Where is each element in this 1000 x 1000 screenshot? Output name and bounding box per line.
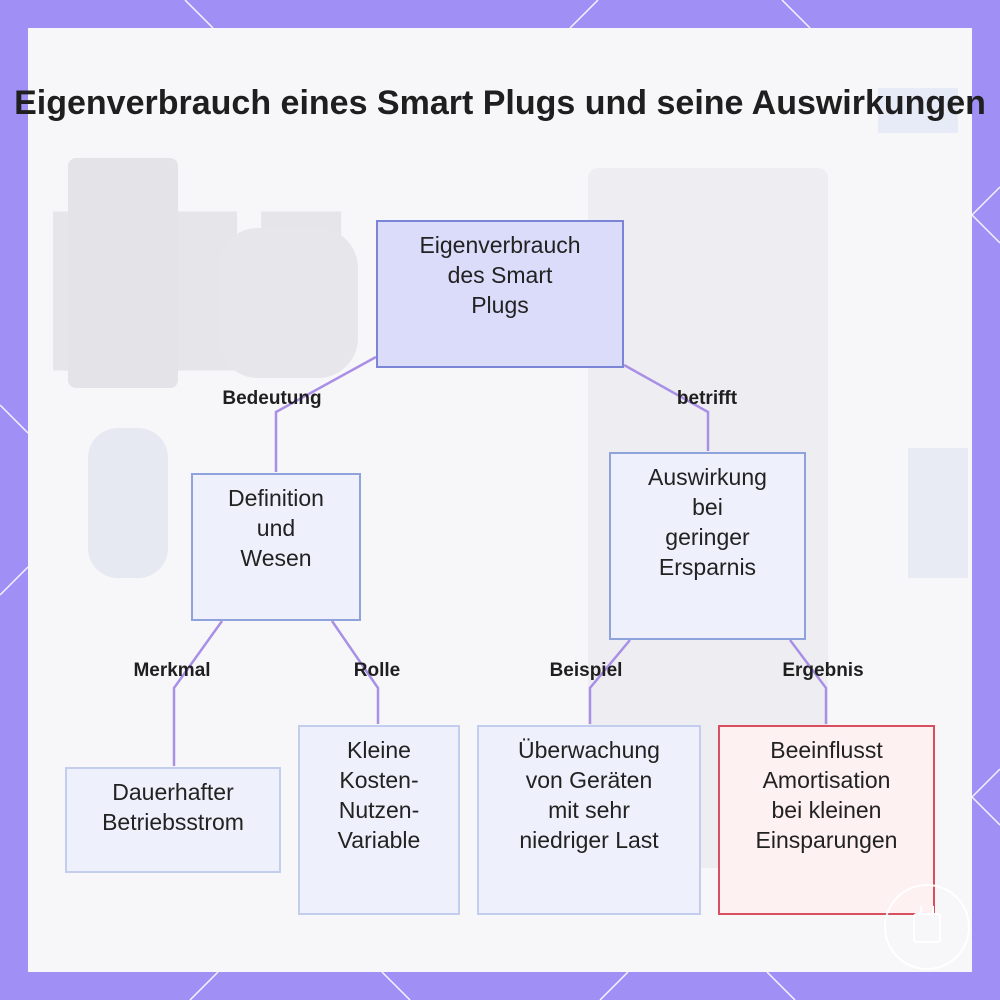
node-eigenverbrauch: Eigenverbrauch des Smart Plugs (376, 220, 624, 368)
node-label: Definition und Wesen (228, 485, 324, 571)
edge-bedeutung (274, 355, 377, 472)
node-definition: Definition und Wesen (191, 473, 361, 621)
node-label: Überwachung von Geräten mit sehr niedrig… (518, 737, 660, 853)
edge-label-rolle: Rolle (353, 660, 401, 681)
node-label: Dauerhafter Betriebsstrom (102, 779, 244, 835)
edge-label-beispiel: Beispiel (549, 660, 623, 681)
node-label: Beeinflusst Amortisation bei kleinen Ein… (755, 737, 898, 853)
edge-rolle (330, 620, 380, 724)
smart-plug-icon (884, 884, 970, 970)
node-dauerhafter-betriebsstrom: Dauerhafter Betriebsstrom (65, 767, 281, 873)
edge-ergebnis (789, 639, 828, 724)
node-kosten-nutzen: Kleine Kosten- Nutzen- Variable (298, 725, 460, 915)
node-label: Auswirkung bei geringer Ersparnis (648, 464, 767, 580)
edge-label-merkmal: Merkmal (133, 660, 211, 681)
edge-label-ergebnis: Ergebnis (782, 660, 864, 681)
edge-beispiel (588, 639, 631, 724)
edge-label-bedeutung: Bedeutung (222, 388, 322, 409)
node-ueberwachung: Überwachung von Geräten mit sehr niedrig… (477, 725, 701, 915)
edge-betrifft (623, 363, 710, 451)
node-label: Eigenverbrauch des Smart Plugs (419, 232, 581, 318)
node-auswirkung: Auswirkung bei geringer Ersparnis (609, 452, 806, 640)
edge-label-betrifft: betrifft (676, 388, 738, 409)
edge-merkmal (172, 620, 224, 766)
node-label: Kleine Kosten- Nutzen- Variable (337, 737, 421, 853)
page-title: Eigenverbrauch eines Smart Plugs und sei… (14, 84, 986, 122)
node-amortisation: Beeinflusst Amortisation bei kleinen Ein… (718, 725, 935, 915)
